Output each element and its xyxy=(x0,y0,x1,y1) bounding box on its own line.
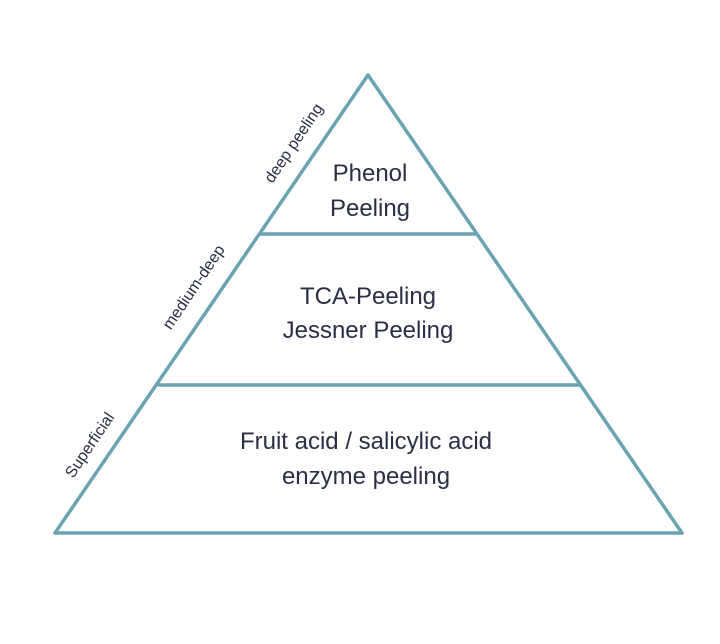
level-deep-line1: Phenol xyxy=(333,160,408,187)
level-superficial-line1: Fruit acid / salicylic acid xyxy=(240,428,492,455)
side-label-deep: deep peeling xyxy=(262,101,327,186)
level-deep-line2: Peeling xyxy=(330,195,410,222)
level-medium-line2: Jessner Peeling xyxy=(283,317,454,344)
level-medium-line1: TCA-Peeling xyxy=(300,283,436,310)
side-label-medium: medium-deep xyxy=(160,242,229,333)
level-deep: Phenol Peeling xyxy=(330,160,410,222)
level-superficial: Fruit acid / salicylic acid enzyme peeli… xyxy=(240,428,492,490)
side-label-superficial: Superficial xyxy=(62,410,118,481)
level-medium: TCA-Peeling Jessner Peeling xyxy=(283,283,454,344)
level-superficial-line2: enzyme peeling xyxy=(282,463,450,490)
pyramid-outline xyxy=(53,73,684,535)
